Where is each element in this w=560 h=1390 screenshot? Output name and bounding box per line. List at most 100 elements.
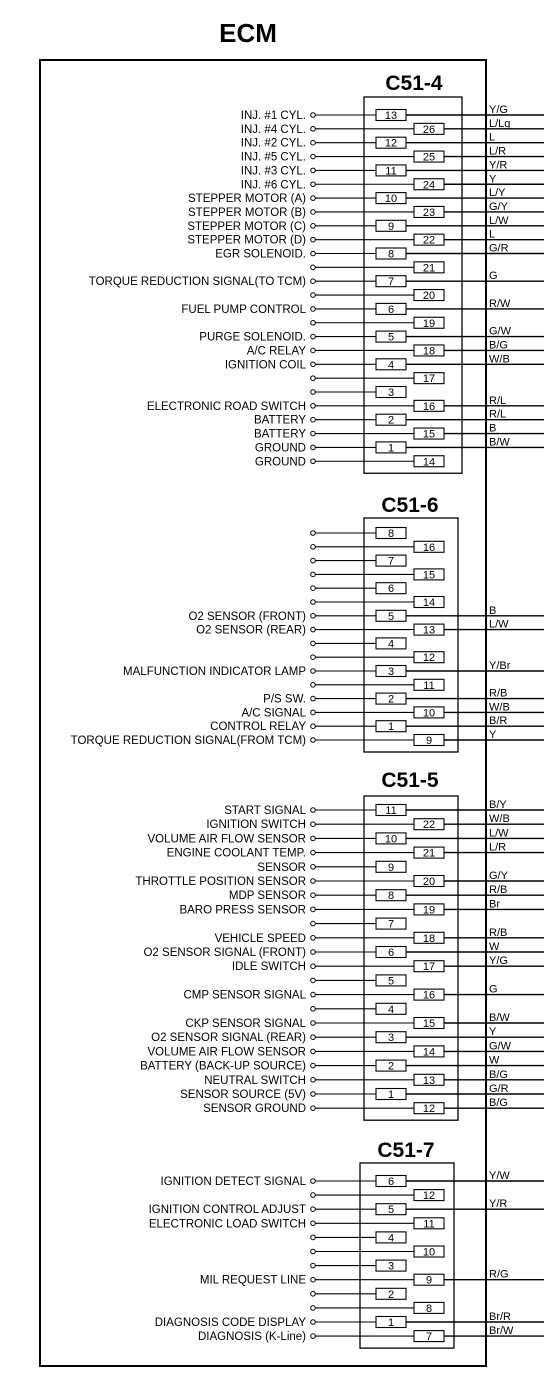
terminal-dot (310, 278, 316, 285)
terminal-dot (310, 250, 316, 257)
wire-color-code: B/Y (489, 799, 507, 811)
pin-number: 15 (423, 1018, 435, 1030)
terminal-dot (310, 153, 316, 160)
terminal-dot (310, 864, 316, 870)
terminal-dot (310, 920, 316, 927)
pin-box (413, 540, 445, 553)
wire-color-code: L/R (489, 146, 506, 158)
terminal-dot (310, 1248, 316, 1255)
terminal-label: IGNITION DETECT SIGNAL (161, 1176, 307, 1188)
pin-row: 7 (310, 917, 407, 931)
pin-row: 15 (310, 568, 445, 581)
pin-box (375, 385, 407, 399)
terminal-dot (310, 906, 316, 913)
pin-number: 1 (388, 1089, 394, 1101)
terminal-label: VOLUME AIR FLOW SENSOR (148, 833, 306, 845)
pin-number: 16 (423, 990, 435, 1002)
terminal-dot (310, 1220, 316, 1227)
terminal-label: STEPPER MOTOR (B) (188, 207, 306, 219)
pin-box (413, 1189, 445, 1202)
terminal-label: SENSOR (257, 862, 306, 874)
pin-number: 1 (388, 721, 394, 733)
pin-box (413, 1217, 445, 1230)
pin-row: 11 (310, 678, 445, 692)
terminal-label: GROUND (255, 442, 306, 454)
pin-number: 20 (423, 290, 435, 302)
pin-number: 8 (388, 528, 394, 540)
pin-number: 13 (385, 110, 397, 122)
wire-color-code: B/R (489, 715, 507, 727)
wire-color-code: L/W (489, 215, 509, 227)
pin-number: 21 (423, 848, 435, 860)
pin-number: 12 (423, 1190, 435, 1202)
pin-row: STEPPER MOTOR (B) 23 G/Y (188, 201, 544, 219)
pin-number: 3 (388, 1032, 394, 1044)
wire-color-code: R/W (489, 298, 511, 310)
connector-title: C51-6 (381, 494, 438, 517)
connector-housing (363, 96, 463, 474)
terminal-label: MIL REQUEST LINE (200, 1275, 306, 1287)
terminal-label: DIAGNOSIS CODE DISPLAY (155, 1317, 307, 1329)
pin-number: 20 (423, 876, 435, 888)
pin-number: 3 (388, 666, 394, 678)
terminal-label: ENGINE COOLANT TEMP. (167, 848, 306, 860)
pin-box (413, 1245, 445, 1258)
wire-color-code: G/Y (489, 201, 509, 213)
terminal-dot (310, 333, 316, 340)
wire-color-code: R/B (489, 688, 507, 700)
terminal-dot (310, 571, 316, 578)
terminal-dot (310, 1006, 316, 1012)
pin-number: 26 (423, 124, 435, 136)
pin-number: 15 (423, 569, 435, 581)
terminal-label: MDP SENSOR (229, 890, 306, 902)
pin-number: 11 (385, 165, 396, 177)
wire-color-code: B/W (489, 436, 510, 448)
pin-number: 13 (423, 625, 435, 637)
terminal-dot (310, 991, 316, 998)
terminal-dot (310, 977, 316, 984)
pin-number: 18 (423, 345, 435, 357)
terminal-dot (310, 264, 316, 271)
pin-number: 5 (388, 975, 394, 987)
pin-box (375, 582, 407, 595)
terminal-label: TORQUE REDUCTION SIGNAL(FROM TCM) (71, 735, 306, 747)
pin-row: 4 (310, 1231, 407, 1244)
pin-number: 5 (388, 332, 394, 344)
wire-color-code: W (489, 941, 500, 953)
pin-number: 12 (423, 652, 435, 664)
pin-number: 9 (426, 1275, 432, 1287)
pin-number: 3 (388, 1261, 394, 1273)
pin-box (413, 595, 445, 609)
pin-number: 19 (423, 318, 435, 330)
pin-row: 12 (310, 1189, 445, 1202)
pin-number: 23 (423, 207, 435, 219)
pin-row: 16 (310, 540, 445, 554)
pin-number: 2 (388, 1289, 394, 1301)
wire-color-code: Br (489, 898, 500, 910)
terminal-dot (310, 1062, 316, 1069)
wire-color-code: L/Y (489, 187, 506, 199)
pin-box (413, 316, 445, 329)
terminal-dot (310, 544, 316, 550)
terminal-dot (310, 935, 316, 941)
pin-row: 3 (310, 1259, 407, 1273)
